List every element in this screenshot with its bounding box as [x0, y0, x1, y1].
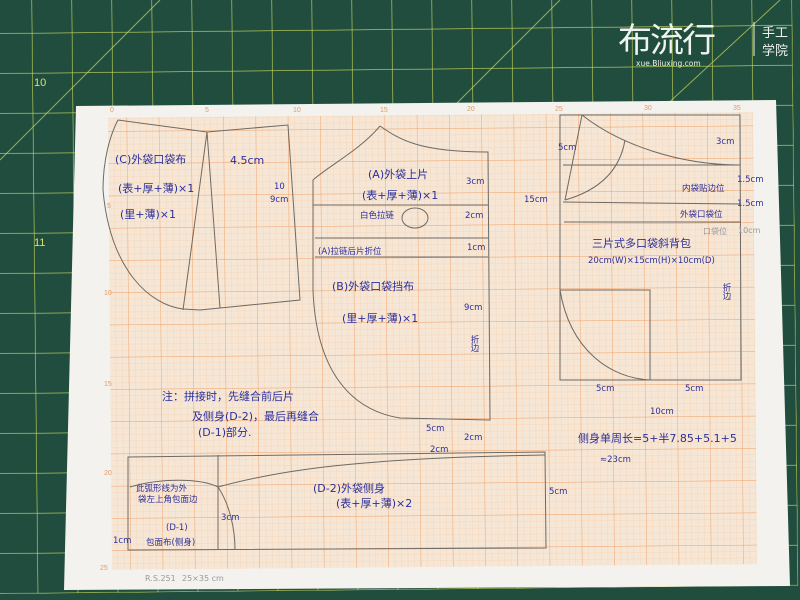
main-piece-notes: 5cm 3cm 15cm 1.5cm 内袋贴边位 1.5cm 外袋口袋位 10c…: [524, 137, 763, 465]
svg-text:20cm(W)×15cm(H)×10cm(D): 20cm(W)×15cm(H)×10cm(D): [588, 256, 715, 266]
svg-text:10cm: 10cm: [650, 407, 674, 417]
svg-text:25: 25: [555, 106, 563, 113]
svg-text:此弧形线为外: 此弧形线为外: [136, 483, 188, 494]
svg-text:(B)外袋口袋挡布: (B)外袋口袋挡布: [332, 279, 414, 293]
svg-text:10: 10: [293, 107, 301, 114]
svg-text:袋左上角包面边: 袋左上角包面边: [138, 494, 198, 505]
svg-text:1cm: 1cm: [467, 243, 485, 253]
piece-b-notes: (B)外袋口袋挡布 (里+厚+薄)×1 9cm 折边 5cm 2cm: [332, 279, 482, 443]
svg-text:(表+厚+薄)×1: (表+厚+薄)×1: [118, 181, 194, 195]
svg-text:xue.Bliuxing.com: xue.Bliuxing.com: [636, 59, 701, 68]
svg-text:15cm: 15cm: [524, 195, 548, 205]
svg-text:30: 30: [644, 105, 652, 112]
svg-text:白色拉链: 白色拉链: [360, 210, 395, 221]
svg-text:折边: 折边: [469, 334, 479, 353]
svg-text:≈23cm: ≈23cm: [600, 455, 631, 465]
svg-text:1cm: 1cm: [113, 536, 131, 546]
mat-number: 10: [34, 77, 46, 89]
svg-text:(C)外袋口袋布: (C)外袋口袋布: [115, 152, 186, 166]
svg-text:(表+厚+薄)×2: (表+厚+薄)×2: [336, 496, 412, 510]
svg-text:(表+厚+薄)×1: (表+厚+薄)×1: [362, 188, 438, 202]
svg-text:内袋贴边位: 内袋贴边位: [682, 183, 725, 194]
svg-text:9cm: 9cm: [464, 303, 482, 313]
svg-text:侧身单周长=5+半7.85+5.1+5: 侧身单周长=5+半7.85+5.1+5: [578, 431, 737, 445]
svg-text:(D-1): (D-1): [166, 523, 188, 533]
svg-text:0: 0: [110, 107, 114, 114]
svg-text:布流行: 布流行: [618, 21, 715, 61]
svg-text:5cm: 5cm: [685, 384, 703, 394]
svg-text:15: 15: [104, 381, 112, 388]
svg-text:5: 5: [205, 107, 209, 114]
paper-size: 25×35 cm: [182, 574, 224, 583]
svg-text:(里+薄)×1: (里+薄)×1: [120, 207, 176, 221]
svg-text:5cm: 5cm: [426, 424, 444, 434]
svg-text:2cm: 2cm: [465, 211, 483, 221]
svg-text:3cm: 3cm: [466, 177, 484, 187]
svg-text:包面布(侧身): 包面布(侧身): [146, 537, 195, 548]
svg-text:3cm: 3cm: [716, 137, 734, 147]
piece-d-notes: (D-2)外袋侧身 (表+厚+薄)×2 5cm 2cm 3cm (D-1) 包面…: [113, 445, 567, 548]
piece-a-notes: (A)外袋上片 (表+厚+薄)×1 3cm 2cm 1cm 白色拉链 (A)拉链…: [318, 167, 485, 257]
svg-text:三片式多口袋斜背包: 三片式多口袋斜背包: [592, 236, 691, 250]
pattern-lines: [102, 114, 742, 551]
svg-text:(D-1)部分.: (D-1)部分.: [198, 425, 252, 439]
svg-text:2cm: 2cm: [430, 445, 448, 455]
svg-text:9cm: 9cm: [270, 195, 288, 205]
svg-text:注：拼接时，先缝合前后片: 注：拼接时，先缝合前后片: [162, 389, 294, 403]
svg-text:1.5cm: 1.5cm: [737, 175, 763, 185]
svg-text:5cm: 5cm: [549, 487, 567, 497]
paper-code: R.S.251: [145, 574, 176, 583]
svg-text:口袋位: 口袋位: [703, 226, 727, 236]
svg-text:1.5cm: 1.5cm: [737, 199, 763, 209]
svg-text:10cm: 10cm: [738, 226, 761, 235]
svg-text:3cm: 3cm: [221, 513, 239, 523]
svg-text:学院: 学院: [762, 43, 788, 59]
svg-text:35: 35: [733, 105, 741, 112]
svg-text:20: 20: [104, 470, 112, 477]
svg-text:2cm: 2cm: [464, 433, 482, 443]
svg-text:(D-2)外袋侧身: (D-2)外袋侧身: [313, 481, 385, 495]
svg-text:5cm: 5cm: [558, 143, 576, 153]
svg-text:折边: 折边: [721, 282, 731, 301]
svg-text:10: 10: [274, 182, 285, 192]
svg-text:25: 25: [100, 565, 108, 572]
svg-text:5: 5: [107, 203, 111, 210]
svg-text:外袋口袋位: 外袋口袋位: [680, 209, 723, 220]
assembly-note: 注：拼接时，先缝合前后片 及侧身(D-2)，最后再缝合 (D-1)部分.: [162, 389, 319, 439]
svg-text:10: 10: [104, 290, 112, 297]
svg-text:20: 20: [467, 106, 475, 113]
svg-text:4.5cm: 4.5cm: [230, 154, 264, 167]
top-ruler: 0 5 10 15 20 25 30 35: [110, 105, 741, 114]
brand-logo: 布流行 手工 学院 xue.Bliuxing.com: [618, 21, 788, 68]
mat-number: 11: [34, 237, 45, 249]
piece-c-notes: (C)外袋口袋布 (表+厚+薄)×1 (里+薄)×1 4.5cm 10 9cm: [115, 152, 288, 221]
left-ruler: 5 10 15 20 25: [100, 203, 112, 572]
svg-text:(A)拉链后片折位: (A)拉链后片折位: [318, 246, 382, 257]
svg-text:(A)外袋上片: (A)外袋上片: [368, 167, 428, 181]
svg-text:(里+厚+薄)×1: (里+厚+薄)×1: [342, 311, 418, 325]
svg-text:手工: 手工: [762, 26, 788, 41]
svg-text:15: 15: [380, 107, 388, 114]
svg-text:5cm: 5cm: [596, 384, 614, 394]
svg-text:及侧身(D-2)，最后再缝合: 及侧身(D-2)，最后再缝合: [192, 409, 319, 423]
